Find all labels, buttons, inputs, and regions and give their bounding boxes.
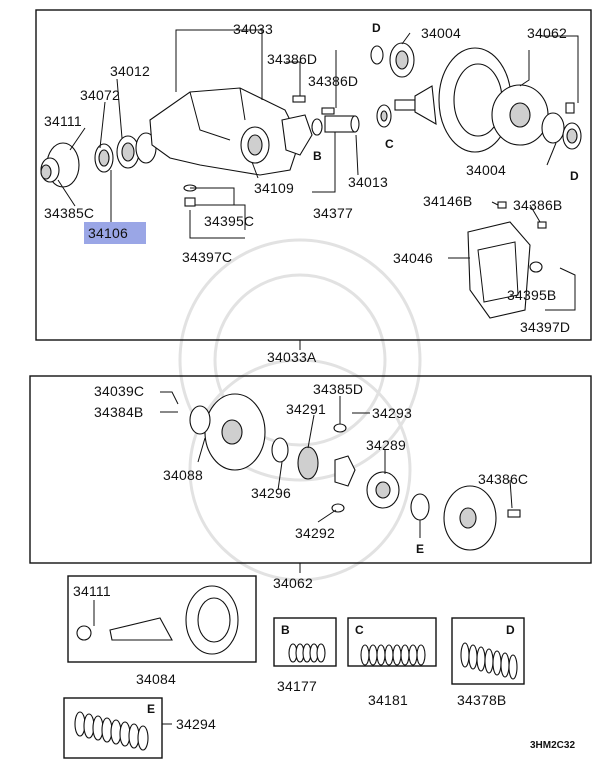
ref-E-box: E bbox=[147, 702, 155, 716]
label-34291: 34291 bbox=[286, 401, 326, 417]
box-34084 bbox=[67, 575, 257, 663]
ref-D-right: D bbox=[570, 169, 579, 183]
callout-lines-box1 bbox=[57, 29, 579, 350]
label-34181: 34181 bbox=[368, 692, 408, 708]
diff-case-half-part bbox=[189, 393, 266, 471]
label-34033A: 34033A bbox=[267, 349, 317, 365]
label-34013: 34013 bbox=[348, 174, 388, 190]
shim-set-d-part bbox=[460, 642, 518, 680]
side-gear-part bbox=[271, 437, 319, 480]
callout-lines-box2 bbox=[160, 391, 513, 573]
label-34088: 34088 bbox=[163, 467, 203, 483]
label-34004-bot: 34004 bbox=[466, 162, 506, 178]
label-34386B: 34386B bbox=[513, 197, 562, 213]
label-34106: 34106 bbox=[88, 225, 128, 241]
label-34084: 34084 bbox=[136, 671, 176, 687]
ref-C-box: C bbox=[355, 623, 364, 637]
bearing-part bbox=[116, 135, 140, 169]
label-34384B: 34384B bbox=[94, 404, 143, 420]
highlight-34106 bbox=[84, 222, 146, 244]
label-34386D-a: 34386D bbox=[267, 51, 317, 67]
drive-pinion-part bbox=[394, 85, 437, 126]
label-34377: 34377 bbox=[313, 205, 353, 221]
box-34294 bbox=[63, 697, 163, 759]
diagram-code: 3HM2C32 bbox=[530, 740, 575, 751]
washer-b-part bbox=[311, 118, 323, 136]
bearing-cap-part bbox=[281, 114, 313, 156]
label-34111-bot: 34111 bbox=[73, 583, 111, 599]
label-34385C: 34385C bbox=[44, 205, 94, 221]
label-34046: 34046 bbox=[393, 250, 433, 266]
label-34294: 34294 bbox=[176, 716, 216, 732]
label-34033: 34033 bbox=[233, 21, 273, 37]
label-34146B: 34146B bbox=[423, 193, 472, 209]
side-gear-right-part bbox=[366, 471, 400, 509]
rear-cover-part bbox=[467, 201, 547, 319]
ref-C-mid: C bbox=[385, 137, 394, 151]
bearing-d-bot-part bbox=[541, 112, 582, 150]
label-34397D: 34397D bbox=[520, 319, 570, 335]
label-34111-top: 34111 bbox=[44, 113, 82, 129]
diff-case-cover-part bbox=[443, 485, 521, 551]
pinion-ring-gear-set-part bbox=[76, 585, 239, 655]
label-34012: 34012 bbox=[110, 63, 150, 79]
assembly-box-34062 bbox=[29, 375, 592, 564]
shim-set-c-part bbox=[360, 644, 426, 666]
label-34386D-b: 34386D bbox=[308, 73, 358, 89]
label-34293: 34293 bbox=[372, 405, 412, 421]
bolt-part bbox=[292, 95, 335, 115]
thrust-washer-e-part bbox=[410, 493, 430, 521]
label-34397C: 34397C bbox=[182, 249, 232, 265]
label-34378B: 34378B bbox=[457, 692, 506, 708]
label-34177: 34177 bbox=[277, 678, 317, 694]
label-34062-top: 34062 bbox=[527, 25, 567, 41]
shim-set-b-part bbox=[288, 643, 326, 663]
ref-B-box: B bbox=[281, 623, 290, 637]
label-34072: 34072 bbox=[80, 87, 120, 103]
ref-D-box: D bbox=[506, 623, 515, 637]
label-34386C: 34386C bbox=[478, 471, 528, 487]
spacer-part bbox=[324, 115, 360, 133]
label-34385D: 34385D bbox=[313, 381, 363, 397]
label-34109: 34109 bbox=[254, 180, 294, 196]
label-34296: 34296 bbox=[251, 485, 291, 501]
box-34177 bbox=[273, 617, 337, 667]
companion-flange-part bbox=[40, 142, 80, 188]
watermark-emblem bbox=[178, 238, 422, 582]
oil-seal-part bbox=[94, 143, 114, 173]
label-34039C: 34039C bbox=[94, 383, 144, 399]
box-34181 bbox=[347, 617, 437, 667]
thrust-washer-set-e-part bbox=[74, 711, 149, 751]
label-34004-top: 34004 bbox=[421, 25, 461, 41]
carrier-housing-part bbox=[149, 87, 301, 176]
ref-D-top: D bbox=[372, 21, 381, 35]
box-34378B bbox=[451, 617, 525, 685]
label-34395B: 34395B bbox=[507, 287, 556, 303]
bearing-c-part bbox=[376, 104, 392, 128]
bearing-d-top-part bbox=[370, 42, 415, 78]
ring-gear-part bbox=[438, 47, 512, 153]
label-34292: 34292 bbox=[295, 525, 335, 541]
label-34289: 34289 bbox=[366, 437, 406, 453]
label-34395C: 34395C bbox=[204, 213, 254, 229]
ref-E-mid: E bbox=[416, 542, 424, 556]
ref-B-mid: B bbox=[313, 149, 322, 163]
assembly-box-34033A bbox=[35, 9, 592, 341]
differential-case-part bbox=[491, 84, 575, 146]
label-34062-bot: 34062 bbox=[273, 575, 313, 591]
